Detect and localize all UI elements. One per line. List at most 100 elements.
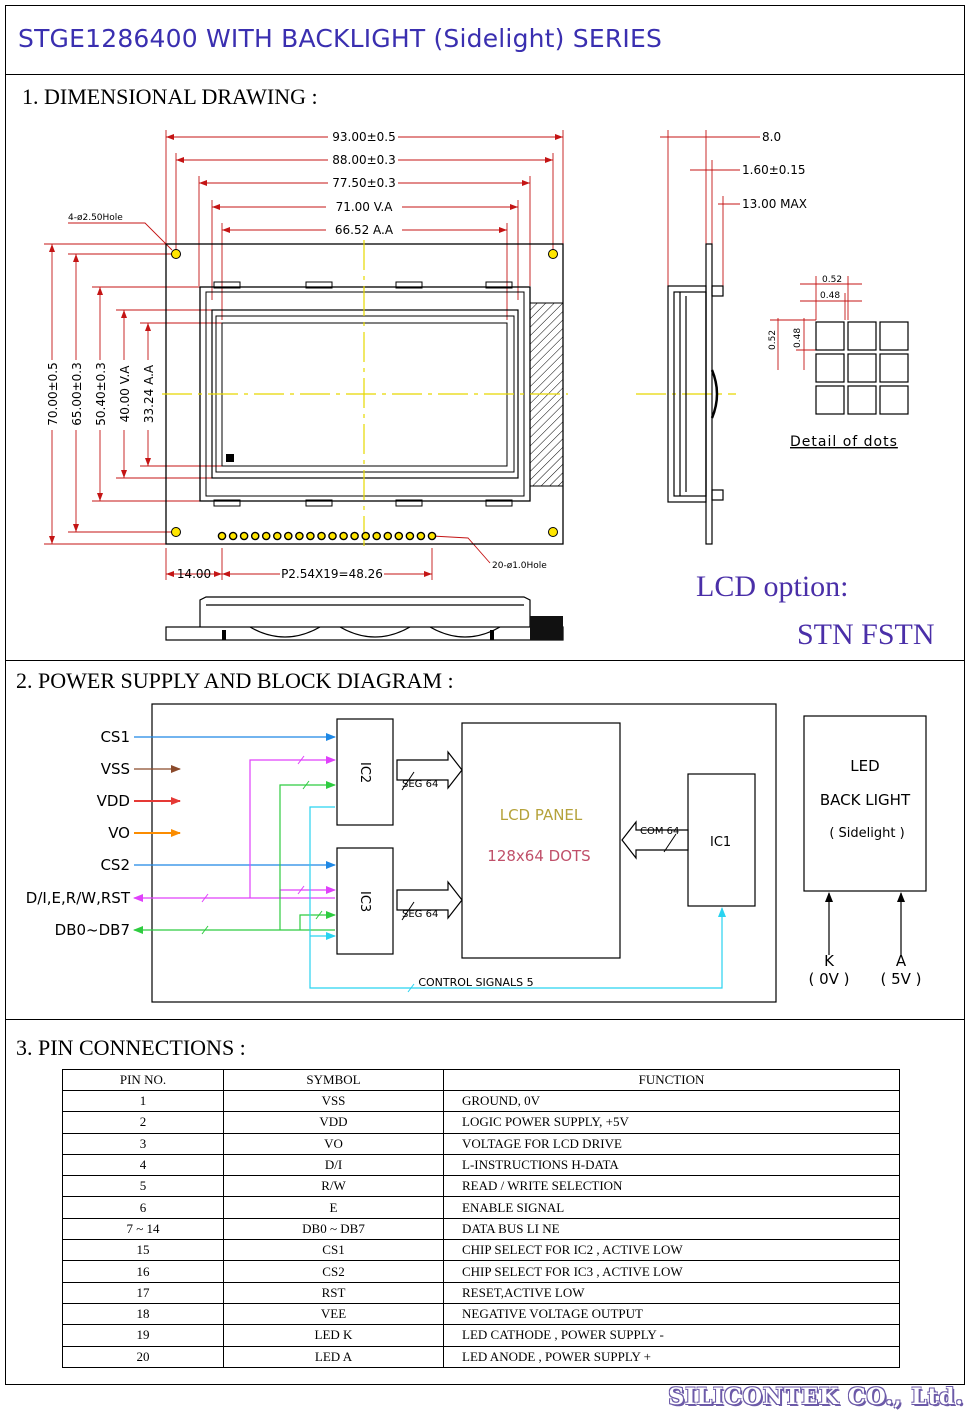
pin-hole: [295, 531, 304, 541]
divider-section1: [5, 660, 965, 661]
pin-symbol: CS2: [223, 1260, 444, 1283]
dot-dim-3: 0.48: [793, 328, 803, 348]
pin-hole: [405, 531, 415, 541]
led-backlight-block: [803, 715, 927, 892]
pin-hole: [272, 531, 282, 541]
dim-top-2: 77.50±0.3: [332, 176, 396, 190]
pin-hole: [427, 531, 437, 541]
dot-dim-0: 0.52: [822, 275, 842, 285]
section1-heading: 1. DIMENSIONAL DRAWING :: [22, 84, 318, 109]
pin-function: LED ANODE , POWER SUPPLY +: [443, 1345, 900, 1368]
dim-left-0: 70.00±0.5: [46, 362, 60, 426]
pin-hole: [361, 531, 371, 541]
pin-number: 1: [62, 1089, 224, 1113]
pin-number: 5: [62, 1175, 224, 1198]
pin-hole: [283, 531, 293, 541]
pin-symbol: VDD: [223, 1111, 444, 1134]
pin-number: 2: [62, 1111, 224, 1134]
side-dim-1: 1.60±0.15: [742, 163, 806, 177]
col-pin-no: PIN NO.: [62, 1069, 224, 1091]
dot-cell: [815, 385, 845, 415]
signal-cs1: CS1: [100, 728, 130, 746]
mount-hole: [548, 527, 558, 537]
pin-function: ENABLE SIGNAL: [443, 1196, 900, 1219]
dots-caption: Detail of dots: [790, 434, 898, 450]
pin-number: 20: [62, 1345, 224, 1368]
dim-top-4: 66.52 A.A: [335, 223, 394, 237]
pin-hole: [306, 531, 315, 541]
pin-symbol: E: [223, 1196, 444, 1219]
dim-left-2: 50.40±0.3: [94, 362, 108, 426]
dot-cell: [879, 321, 909, 351]
k-value: ( 0V ): [808, 970, 849, 988]
pin-symbol: VO: [223, 1132, 444, 1155]
col-function: FUNCTION: [443, 1069, 900, 1091]
ic3-label: IC3: [357, 891, 372, 912]
pin-hole: [217, 531, 227, 541]
pin-number: 4: [62, 1153, 224, 1177]
com-label: COM 64: [640, 826, 679, 837]
a-label: A: [896, 952, 907, 970]
ic1-label: IC1: [710, 835, 731, 850]
dot-dim-2: 0.52: [768, 330, 778, 350]
panel-label: LCD PANEL: [500, 806, 583, 824]
pin-number: 16: [62, 1260, 224, 1283]
page-title: STGE1286400 WITH BACKLIGHT (Sidelight) S…: [18, 24, 663, 53]
hole-label: 4-ø2.50Hole: [68, 213, 123, 223]
divider-title: [5, 74, 965, 75]
pin-symbol: LED K: [223, 1324, 444, 1347]
signal-db: DB0~DB7: [55, 921, 130, 939]
pin-function: NEGATIVE VOLTAGE OUTPUT: [443, 1302, 900, 1326]
led-line3: ( Sidelight ): [829, 826, 904, 841]
pin-symbol: D/I: [223, 1153, 444, 1177]
dim-left-3: 40.00 V.A: [118, 365, 132, 423]
led-line2: BACK LIGHT: [820, 791, 911, 809]
divider-section2: [5, 1019, 965, 1020]
mount-hole: [171, 249, 181, 259]
datasheet-frame: [5, 5, 965, 1385]
dim-bottom-left: 14.00: [177, 567, 211, 581]
pin-number: 15: [62, 1239, 224, 1262]
pin-number: 17: [62, 1281, 224, 1304]
company-logo-text: SILICONTEK CO., Ltd.: [668, 1384, 964, 1410]
dim-top-0: 93.00±0.5: [332, 130, 396, 144]
dot-cell: [847, 321, 877, 351]
ic3-block: [336, 847, 394, 955]
pin-function: VOLTAGE FOR LCD DRIVE: [443, 1132, 900, 1155]
lcd-option-values: STN FSTN: [797, 618, 935, 651]
dot-cell: [847, 385, 877, 415]
diagram-frame: [151, 703, 777, 1003]
dim-top-1: 88.00±0.3: [332, 153, 396, 167]
pin-symbol: VSS: [223, 1089, 444, 1113]
mount-hole: [548, 249, 558, 259]
signal-vdd: VDD: [97, 792, 130, 810]
control-signals-label: CONTROL SIGNALS 5: [418, 976, 533, 989]
pin-hole: [372, 531, 382, 541]
pin-symbol: VEE: [223, 1302, 444, 1326]
pin-function: DATA BUS LI NE: [443, 1217, 900, 1241]
pin-hole: [261, 531, 271, 541]
pin-symbol: R/W: [223, 1175, 444, 1198]
mount-hole: [171, 527, 181, 537]
pin-function: LOGIC POWER SUPPLY, +5V: [443, 1111, 900, 1134]
pin-symbol: CS1: [223, 1239, 444, 1262]
pin-symbol: LED A: [223, 1345, 444, 1368]
led-line1: LED: [850, 757, 879, 775]
lcd-panel-block: [461, 722, 621, 959]
pin-hole: [339, 531, 348, 541]
col-symbol: SYMBOL: [223, 1069, 444, 1091]
lcd-option-label: LCD option:: [696, 570, 849, 603]
block-diagram: CS1 VSS VDD VO CS2 D/I,E,R/W,RST DB0~DB7…: [26, 703, 927, 1003]
pin-hole: [350, 531, 359, 541]
side-dim-2: 13.00 MAX: [742, 197, 807, 211]
pin-number: 6: [62, 1196, 224, 1219]
dot-detail: [815, 321, 909, 415]
pin-hole: [239, 531, 249, 541]
